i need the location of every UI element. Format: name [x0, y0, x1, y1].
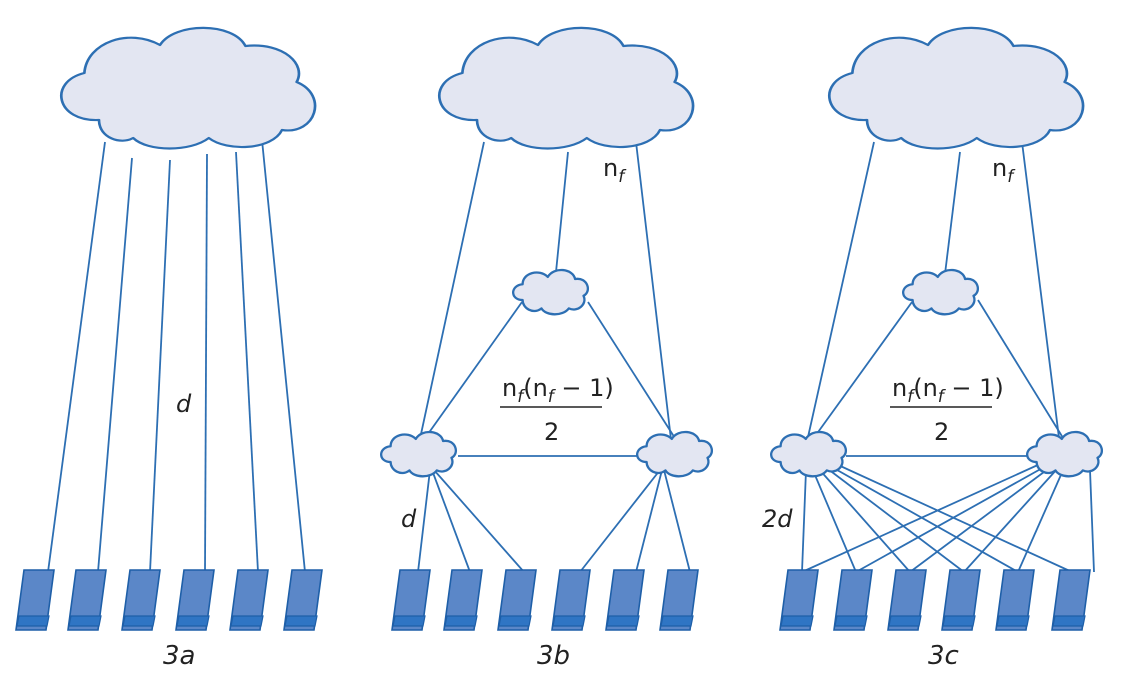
link	[149, 159, 171, 573]
server-device	[283, 569, 323, 631]
fraction-numerator: nf(nf − 1)	[502, 374, 614, 407]
server-device	[1051, 569, 1091, 631]
link	[909, 465, 1053, 573]
server-device	[229, 569, 269, 631]
top-link-label: nf	[603, 154, 627, 187]
server-device	[67, 569, 107, 631]
link-label: d	[176, 390, 192, 418]
internet-cloud	[59, 26, 317, 150]
devices-3c	[779, 569, 1091, 631]
link	[579, 469, 661, 573]
server-device	[659, 569, 699, 631]
link	[943, 151, 961, 283]
link	[817, 467, 911, 573]
server-device	[887, 569, 927, 631]
server-device	[779, 569, 819, 631]
server-device	[15, 569, 55, 631]
link	[431, 469, 471, 573]
links-3b	[417, 141, 691, 573]
link	[963, 467, 1059, 573]
link	[855, 465, 1047, 573]
link	[554, 151, 569, 283]
edge-cloud-right	[1025, 430, 1104, 478]
core-cloud	[511, 268, 590, 316]
link	[801, 469, 807, 573]
panel-3a: d 3a	[15, 26, 323, 671]
link	[587, 301, 681, 447]
link	[235, 151, 259, 573]
server-device	[833, 569, 873, 631]
server-device	[995, 569, 1035, 631]
fraction-numerator: nf(nf − 1)	[892, 374, 1004, 407]
links-3a	[47, 139, 306, 573]
link	[635, 141, 673, 449]
link	[97, 157, 133, 573]
server-device	[175, 569, 215, 631]
link	[811, 467, 857, 573]
edge-cloud-left	[769, 430, 848, 478]
links-3c	[801, 141, 1095, 573]
link-label: d	[401, 505, 417, 533]
link	[1021, 141, 1061, 447]
link	[204, 153, 208, 573]
devices-3b	[391, 569, 699, 631]
link	[417, 301, 523, 449]
server-device	[497, 569, 537, 631]
link	[433, 469, 525, 573]
server-device	[391, 569, 431, 631]
server-device	[121, 569, 161, 631]
devices-3a	[15, 569, 323, 631]
link	[417, 141, 485, 449]
link	[47, 141, 106, 573]
link	[829, 465, 1019, 573]
panel-caption: 3b	[537, 641, 570, 671]
fraction-denominator: 2	[934, 418, 949, 446]
mesh-links-fraction: nf(nf − 1) 2	[890, 374, 1004, 446]
link	[663, 469, 691, 573]
mesh-links-fraction: nf(nf − 1) 2	[500, 374, 614, 446]
internet-cloud	[827, 26, 1085, 150]
link	[1017, 467, 1065, 573]
link	[801, 463, 1041, 573]
link	[977, 299, 1069, 447]
server-device	[605, 569, 645, 631]
edge-cloud-left	[379, 430, 458, 478]
link	[417, 469, 431, 573]
panel-caption: 3a	[163, 641, 195, 671]
link	[635, 469, 663, 573]
link	[805, 141, 875, 447]
core-cloud	[901, 268, 980, 316]
link	[823, 465, 965, 573]
panel-caption: 3c	[928, 641, 959, 671]
link-label: 2d	[762, 505, 793, 533]
panel-3c: nf nf(nf − 1) 2 2d 3c	[762, 26, 1104, 671]
panel-3b: nf nf(nf − 1) 2 d 3b	[379, 26, 714, 671]
fraction-denominator: 2	[544, 418, 559, 446]
server-device	[941, 569, 981, 631]
server-device	[551, 569, 591, 631]
internet-cloud	[437, 26, 695, 150]
top-link-label: nf	[992, 154, 1016, 187]
server-device	[443, 569, 483, 631]
link	[1089, 469, 1095, 573]
link	[261, 139, 306, 573]
link	[807, 301, 913, 447]
edge-cloud-right	[635, 430, 714, 478]
